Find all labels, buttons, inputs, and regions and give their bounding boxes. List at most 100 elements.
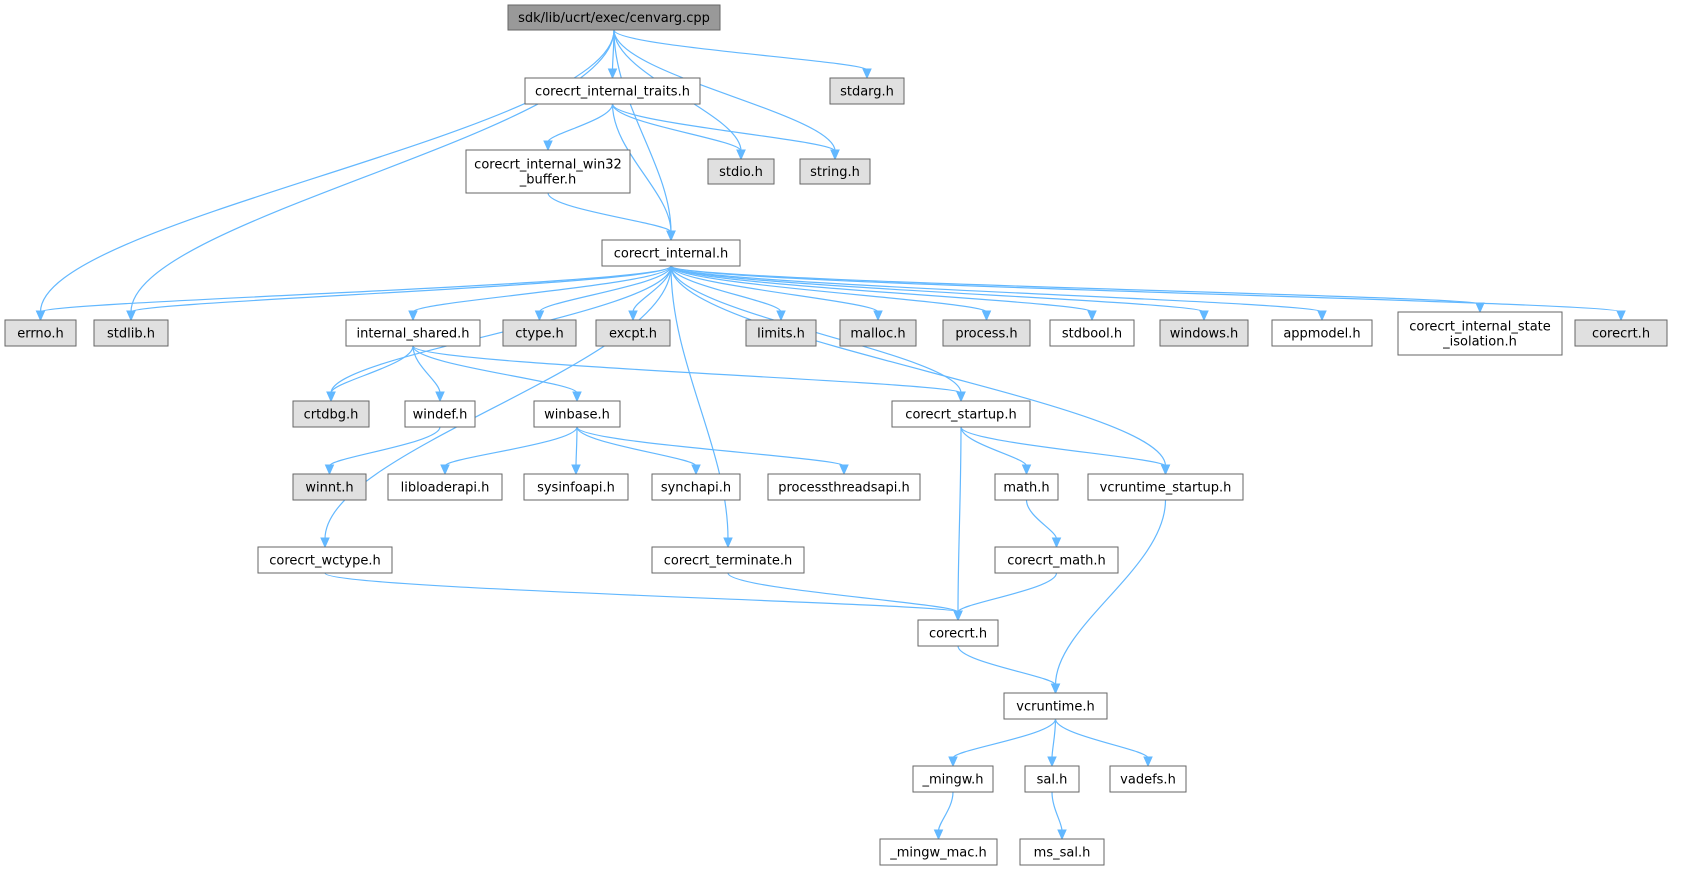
node-label-winbase: winbase.h [544,408,610,423]
arrowhead-internal-to-stateiso [1475,302,1485,314]
arrowhead-internal-to-windows [1199,310,1209,322]
node-box-ctype [502,319,577,347]
edge-startup-to-corecrt [957,426,962,613]
edge-ishared-to-windef [412,345,441,394]
edge-internal-to-terminate [670,265,729,540]
node-box-mssal [1019,838,1105,866]
node-box-ishared [345,319,481,347]
node-label-vcstartup: vcruntime_startup.h [1100,481,1232,496]
node-label-stdlib: stdlib.h [107,327,155,342]
arrowhead-cenvarg-to-stdarg [862,68,872,80]
node-procthread[interactable]: processthreadsapi.h [767,473,921,501]
node-box-vcruntime [1003,692,1108,720]
node-winbase[interactable]: winbase.h [533,400,621,428]
node-label-ishared: internal_shared.h [356,327,469,342]
node-appmodel[interactable]: appmodel.h [1271,319,1373,347]
node-label-stateiso-line-2: _isolation.h [1442,335,1517,350]
node-limits: limits.h [745,319,817,347]
edge-internal-to-limits [670,265,782,313]
node-box-windows [1159,319,1249,347]
node-vcstartup[interactable]: vcruntime_startup.h [1087,473,1244,501]
node-label-sal: sal.h [1037,773,1068,788]
node-winnt: winnt.h [292,473,367,501]
node-label-libloader: libloaderapi.h [401,481,490,496]
edge-internal-to-ctype [538,265,672,313]
node-cenvarg[interactable]: sdk/lib/ucrt/exec/cenvarg.cpp [507,4,721,31]
edge-internal-to-crtdbg [330,265,672,394]
node-label-vcruntime: vcruntime.h [1016,700,1094,715]
node-mingw[interactable]: _mingw.h [912,765,994,793]
edge-traits-to-win32buf [547,103,614,143]
node-string: string.h [799,158,871,185]
node-box-string [799,158,871,185]
node-label-windows: windows.h [1170,327,1238,342]
arrowhead-internal-to-process [981,310,992,322]
node-label-windef: windef.h [413,408,468,423]
node-box-mingwmac [879,838,998,866]
node-label-cmath: corecrt_math.h [1007,554,1106,569]
node-label-winnt: winnt.h [305,481,353,496]
node-vadefs[interactable]: vadefs.h [1109,765,1187,793]
node-box-stdarg [829,77,905,105]
node-label-mingw: _mingw.h [921,773,983,788]
node-windef[interactable]: windef.h [404,400,476,428]
node-corecrt[interactable]: corecrt.h [917,619,999,647]
edge-startup-to-math [960,426,1028,467]
node-traits[interactable]: corecrt_internal_traits.h [524,77,701,105]
node-label-stdio: stdio.h [719,165,763,180]
node-ishared[interactable]: internal_shared.h [345,319,481,347]
node-stdbool[interactable]: stdbool.h [1049,319,1135,347]
node-stateiso[interactable]: corecrt_internal_state_isolation.h [1397,311,1563,356]
edge-ishared-to-startup [412,345,962,394]
arrowhead-ishared-to-windef [435,391,445,403]
node-synch[interactable]: synchapi.h [651,473,741,501]
node-box-windef [404,400,476,428]
node-label-vadefs: vadefs.h [1120,773,1176,788]
node-label-traits: corecrt_internal_traits.h [535,85,690,100]
arrowhead-ishared-to-winbase [572,391,582,403]
node-mssal[interactable]: ms_sal.h [1019,838,1105,866]
node-box-synch [651,473,741,501]
node-wctype[interactable]: corecrt_wctype.h [257,546,393,574]
node-sal[interactable]: sal.h [1024,765,1080,793]
edge-ishared-to-winbase [412,345,578,394]
node-label-stateiso-line-1: corecrt_internal_state [1409,320,1551,335]
edge-sal-to-mssal [1051,791,1063,832]
node-label-terminate: corecrt_terminate.h [664,554,792,569]
node-vcruntime[interactable]: vcruntime.h [1003,692,1108,720]
node-win32buf[interactable]: corecrt_internal_win32_buffer.h [465,149,631,194]
node-label-mingwmac: _mingw_mac.h [889,846,987,861]
arrowhead-internal-to-appmodel [1317,310,1327,322]
node-math[interactable]: math.h [994,473,1059,501]
arrowhead-traits-to-win32buf [543,140,553,152]
edge-cenvarg-to-errno [39,29,615,313]
edge-cmath-to-corecrt [957,572,1058,613]
node-label-cenvarg: sdk/lib/ucrt/exec/cenvarg.cpp [518,11,710,26]
node-terminate[interactable]: corecrt_terminate.h [651,546,805,574]
edge-startup-to-vcstartup [960,426,1167,467]
arrowhead-internal-to-stdlib [126,310,136,322]
node-label-crtdbg: crtdbg.h [304,408,359,423]
node-label-corecrt: corecrt.h [929,627,987,642]
node-box-cmath [994,546,1119,574]
node-stdio: stdio.h [707,158,775,185]
node-cmath[interactable]: corecrt_math.h [994,546,1119,574]
edge-internal-to-stdlib [130,265,672,313]
node-mingwmac[interactable]: _mingw_mac.h [879,838,998,866]
node-box-errno [4,319,77,347]
arrowhead-winbase-to-libloader [440,464,450,476]
node-box-wctype [257,546,393,574]
edge-cenvarg-to-string [613,29,836,152]
node-internal[interactable]: corecrt_internal.h [601,239,741,267]
edge-internal-to-stateiso [670,265,1481,305]
arrowhead-sal-to-mssal [1057,829,1067,841]
node-sysinfo[interactable]: sysinfoapi.h [523,473,629,501]
node-label-limits: limits.h [757,327,805,342]
node-box-process [942,319,1031,347]
node-startup[interactable]: corecrt_startup.h [891,400,1031,428]
arrowhead-mingw-to-mingwmac [933,829,944,841]
node-label-procthread: processthreadsapi.h [778,481,910,496]
node-libloader[interactable]: libloaderapi.h [387,473,503,501]
edge-internal-to-vcstartup [670,265,1167,467]
